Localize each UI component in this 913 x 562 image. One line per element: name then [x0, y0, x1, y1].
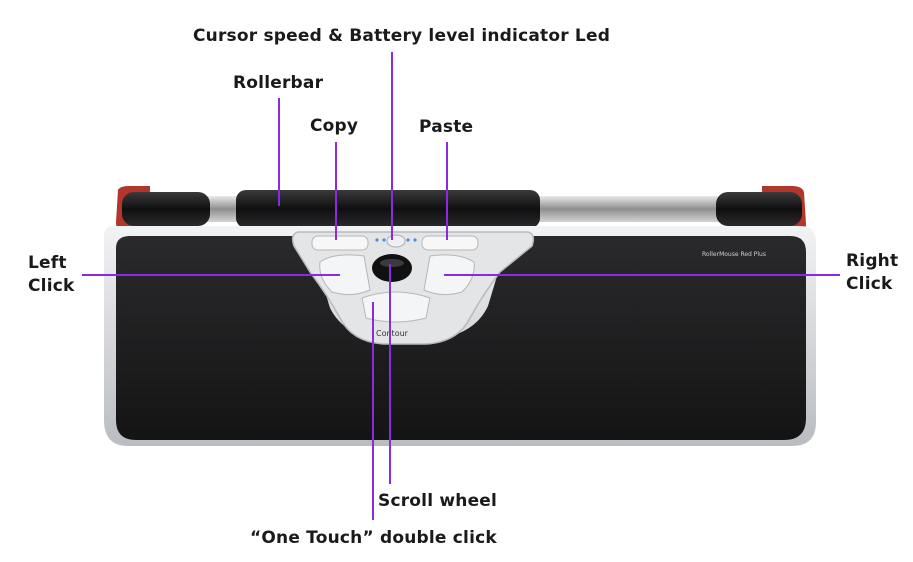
- copy-button[interactable]: [311, 235, 369, 251]
- scroll-wheel-highlight: [380, 259, 404, 267]
- right-click-label-line2: Click: [846, 274, 893, 294]
- brand-text-small: RollerMouse Red Plus: [702, 251, 766, 258]
- paste-button[interactable]: [421, 235, 479, 251]
- left-click-label-line2: Click: [28, 276, 75, 296]
- rollerbar-label: Rollerbar: [233, 73, 324, 93]
- left-click-button[interactable]: [319, 254, 371, 296]
- right-click-label-line1: Right: [846, 251, 899, 271]
- led-indicator: [413, 238, 417, 242]
- callout-lines: [82, 52, 840, 520]
- copy-label: Copy: [310, 116, 359, 136]
- rollerbar-sleeve: [236, 190, 540, 228]
- scroll-wheel-label: Scroll wheel: [378, 491, 498, 511]
- led-indicator: [406, 238, 410, 242]
- led-indicator: [375, 238, 379, 242]
- left-click-label-line1: Left: [28, 253, 67, 273]
- one-touch-button[interactable]: [361, 291, 431, 323]
- one-touch-label: “One Touch” double click: [250, 528, 497, 548]
- contour-logo: Contour: [376, 329, 409, 338]
- cursor-led-label: Cursor speed & Battery level indicator L…: [193, 26, 611, 46]
- speed-button[interactable]: [386, 234, 406, 248]
- paste-label: Paste: [419, 117, 474, 137]
- rollerbar-left-end: [122, 192, 210, 226]
- led-indicator: [382, 238, 386, 242]
- rollerbar-right-end: [716, 192, 802, 226]
- wrist-rest: [116, 236, 806, 440]
- scroll-wheel[interactable]: [372, 254, 412, 282]
